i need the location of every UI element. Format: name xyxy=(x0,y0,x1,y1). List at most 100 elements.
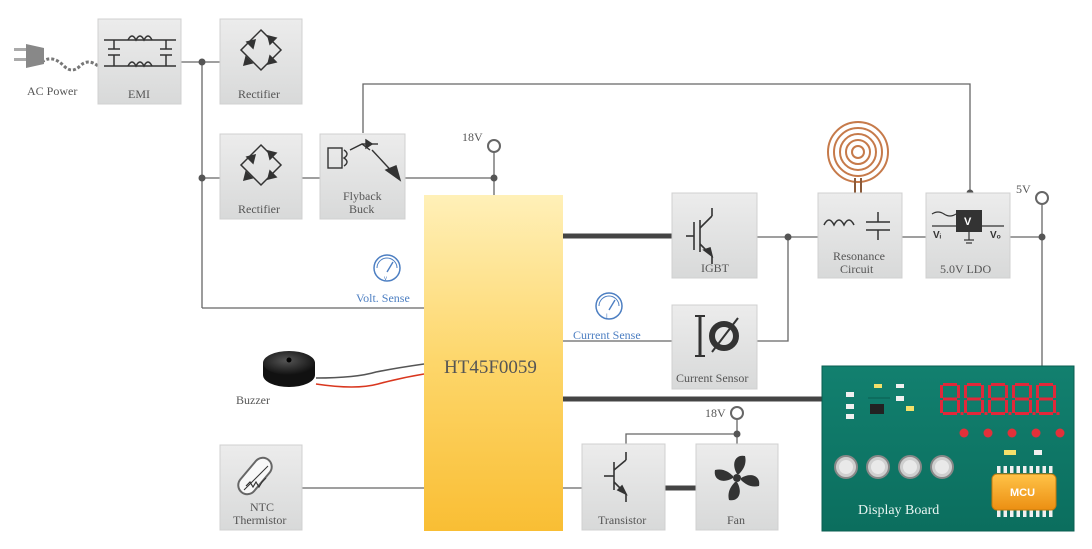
seven-segment-bar xyxy=(1012,400,1015,413)
label-buck: Buck xyxy=(349,202,374,216)
seven-segment-bar xyxy=(964,400,967,413)
label-rectifier-mid: Rectifier xyxy=(238,202,280,216)
board-mcu-chip: MCU xyxy=(991,450,1057,517)
ht45f0059-mcu-block: HT45F0059 xyxy=(424,195,563,531)
seven-segment-bar xyxy=(943,412,957,415)
seven-segment-bar xyxy=(1012,385,1015,398)
display-board: Display Board MCU xyxy=(821,365,1075,532)
label-emi: EMI xyxy=(128,87,150,101)
label-current-sensor: Current Sensor xyxy=(676,371,748,385)
flyback-converter-icon xyxy=(327,138,402,182)
terminal-18v-fan: 18V xyxy=(705,406,744,420)
chip-pin xyxy=(1042,466,1046,473)
ntc-thermistor-block: NTC Thermistor xyxy=(219,444,303,531)
seven-segment-bar xyxy=(964,385,967,398)
chip-pin xyxy=(1049,510,1053,517)
rectifier-top-block: Rectifier xyxy=(219,18,303,105)
volt-sense-meter-icon: v xyxy=(373,254,401,282)
label-fan: Fan xyxy=(727,513,745,527)
chip-pin xyxy=(1023,466,1027,473)
status-leds xyxy=(959,428,1065,438)
label-ac-power: AC Power xyxy=(27,84,77,98)
label-5v: 5V xyxy=(1016,182,1031,196)
seven-segment-bar xyxy=(1053,385,1056,398)
seven-segment-dot xyxy=(1056,412,1060,415)
ldo-v-label: V xyxy=(964,216,972,228)
label-thermistor: Thermistor xyxy=(233,513,286,527)
label-igbt: IGBT xyxy=(701,261,730,275)
thin-wires xyxy=(181,61,1043,489)
svg-text:v: v xyxy=(384,276,387,282)
label-mcu-chip: MCU xyxy=(1010,487,1035,499)
seven-segment-bar xyxy=(940,400,943,413)
label-rectifier-top: Rectifier xyxy=(238,87,280,101)
seven-segment-bar xyxy=(1029,385,1032,398)
bridge-rectifier-icon xyxy=(239,143,283,187)
push-button xyxy=(834,455,858,479)
chip-pin xyxy=(1016,510,1020,517)
chip-pin xyxy=(997,510,1001,517)
label-mcu-main: HT45F0059 xyxy=(444,357,537,378)
terminal-18v-top: 18V xyxy=(462,130,501,153)
fan-icon xyxy=(714,455,760,501)
label-display-board: Display Board xyxy=(858,503,939,518)
seven-segment-display xyxy=(940,383,1060,415)
seven-segment-bar xyxy=(967,412,981,415)
seven-segment-bar xyxy=(1005,400,1008,413)
chip-pin xyxy=(1029,466,1033,473)
flyback-buck-block: Flyback Buck xyxy=(319,133,406,220)
label-flyback: Flyback xyxy=(343,189,382,203)
seven-segment-dot xyxy=(1032,412,1036,415)
chip-pin xyxy=(1042,510,1046,517)
induction-coil-icon xyxy=(827,121,889,193)
seven-segment-bar xyxy=(991,383,1005,386)
chip-pin xyxy=(1023,510,1027,517)
chip-pin xyxy=(1003,510,1007,517)
seven-segment-bar xyxy=(988,400,991,413)
label-buzzer: Buzzer xyxy=(236,393,270,407)
label-18v-top: 18V xyxy=(462,130,483,144)
label-current-sense: Current Sense xyxy=(573,328,641,342)
ldo-block: V Vᵢ Vₒ 5.0V LDO xyxy=(925,192,1011,279)
label-volt-sense: Volt. Sense xyxy=(356,291,410,305)
push-button xyxy=(930,455,954,479)
seven-segment-dot xyxy=(984,412,988,415)
label-transistor: Transistor xyxy=(598,513,646,527)
current-sense-meter-icon: I xyxy=(595,292,623,320)
lc-circuit-icon xyxy=(823,212,890,240)
chip-pin xyxy=(997,466,1001,473)
label-circuit: Circuit xyxy=(840,262,874,276)
seven-segment-bar xyxy=(1029,400,1032,413)
push-button xyxy=(866,455,890,479)
seven-segment-bar xyxy=(957,385,960,398)
ac-power-plug-icon: AC Power xyxy=(14,44,99,98)
seven-segment-bar xyxy=(967,383,981,386)
emi-block: EMI xyxy=(97,18,182,105)
seven-segment-bar xyxy=(1015,397,1029,401)
ldo-vi-label: Vᵢ xyxy=(933,230,942,241)
seven-segment-dot xyxy=(960,412,964,415)
igbt-block: IGBT xyxy=(671,192,758,279)
seven-segment-bar xyxy=(1015,383,1029,386)
seven-segment-bar xyxy=(1036,400,1039,413)
chip-pin xyxy=(1029,510,1033,517)
seven-segment-bar xyxy=(1005,385,1008,398)
chip-pin xyxy=(1010,466,1014,473)
seven-segment-bar xyxy=(988,385,991,398)
igbt-icon xyxy=(686,208,714,264)
fan-block: Fan xyxy=(695,443,779,531)
ldo-regulator-icon: V Vᵢ Vₒ xyxy=(931,210,1004,244)
emi-filter-icon xyxy=(104,35,176,68)
seven-segment-bar xyxy=(943,383,957,386)
transistor-block: Transistor xyxy=(581,443,666,531)
label-ldo: 5.0V LDO xyxy=(940,262,991,276)
chip-pin xyxy=(1003,466,1007,473)
buzzer-icon xyxy=(263,351,425,388)
seven-segment-bar xyxy=(943,397,957,401)
smd-components xyxy=(846,384,914,419)
current-sensor-block: Current Sensor xyxy=(671,304,758,390)
seven-segment-bar xyxy=(1039,397,1053,401)
seven-segment-bar xyxy=(957,400,960,413)
rectifier-mid-block: Rectifier xyxy=(219,133,303,220)
